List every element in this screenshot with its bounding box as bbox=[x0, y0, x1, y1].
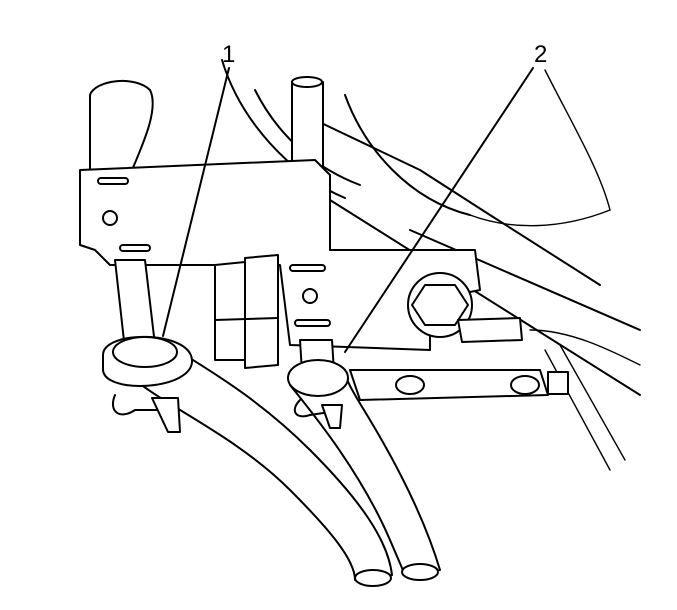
callout-2: 2 bbox=[534, 41, 547, 68]
engine-background bbox=[221, 59, 641, 471]
lower-plate bbox=[349, 317, 569, 401]
hex-bolt bbox=[407, 272, 473, 338]
callout-1: 1 bbox=[222, 41, 235, 68]
left-upper-hose bbox=[89, 79, 154, 176]
left-hose bbox=[102, 259, 393, 587]
leader-line-1 bbox=[162, 67, 230, 337]
connector-block bbox=[214, 254, 279, 369]
right-hose bbox=[287, 339, 441, 581]
leader-line-2 bbox=[344, 67, 534, 353]
